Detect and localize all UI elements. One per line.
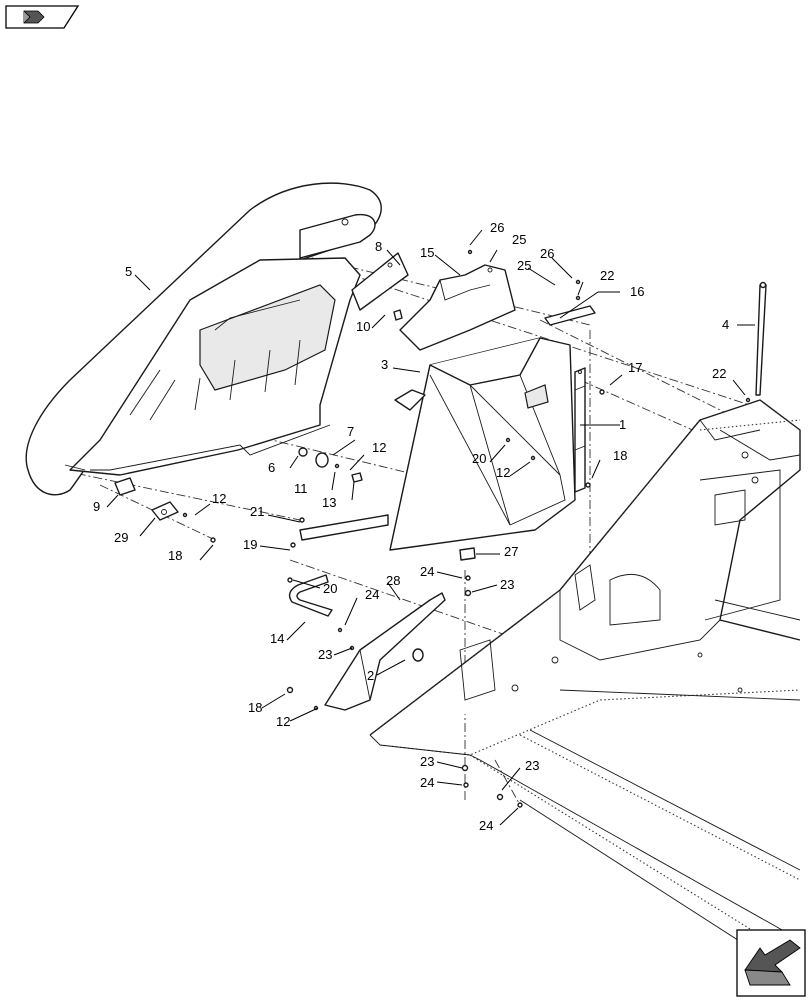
hardware-part-10[interactable] [393,309,403,321]
hardware-part-6[interactable] [298,447,308,457]
callout-12d: 12 [276,714,290,729]
callout-20a: 20 [472,451,486,466]
callout-29: 29 [114,530,128,545]
callout-24a: 24 [420,564,434,579]
callout-12a: 12 [372,440,386,455]
callout-15: 15 [420,245,434,260]
hardware-part-7[interactable] [315,452,329,468]
callout-27: 27 [504,544,518,559]
part-3-box[interactable] [299,337,576,551]
part-1-bar[interactable] [574,367,586,493]
callout-14: 14 [270,631,284,646]
callout-19: 19 [243,537,257,552]
callout-25a: 25 [512,232,526,247]
callout-21: 21 [250,504,264,519]
callout-20b: 20 [323,581,337,596]
callout-18b: 18 [168,548,182,563]
callout-26a: 26 [490,220,504,235]
callout-28: 28 [386,573,400,588]
part-14-u-bolt[interactable] [288,574,333,617]
callout-18a: 18 [613,448,627,463]
callout-labels: 5 8 10 15 26 25 25 26 22 16 4 3 17 22 1 … [93,220,729,833]
hardware-part-13[interactable] [351,472,363,483]
callout-23d: 23 [525,758,539,773]
header-frame [369,399,801,981]
callout-24c: 24 [420,775,434,790]
part-8-plate[interactable] [351,252,409,311]
callout-8: 8 [375,239,382,254]
part-15-bracket[interactable] [399,264,516,351]
callout-13: 13 [322,495,336,510]
callout-17: 17 [628,360,642,375]
next-page-button[interactable] [736,929,806,997]
callout-16: 16 [630,284,644,299]
hardware-part-29[interactable] [151,501,179,521]
callout-6: 6 [268,460,275,475]
next-page-arrow-icon [744,939,801,986]
callout-24d: 24 [479,818,493,833]
callout-9: 9 [93,499,100,514]
callout-18c: 18 [248,700,262,715]
small-fasteners [182,249,751,808]
hardware-part-2[interactable] [412,648,424,662]
callout-2: 2 [367,668,374,683]
callout-5: 5 [125,264,132,279]
callout-23b: 23 [318,647,332,662]
callout-10: 10 [356,319,370,334]
callout-12b: 12 [496,465,510,480]
callout-23c: 23 [420,754,434,769]
callout-26b: 26 [540,246,554,261]
callout-22b: 22 [712,366,726,381]
folded-page-arrow-icon [23,10,45,24]
part-4-rod[interactable] [755,281,767,396]
callout-3: 3 [381,357,388,372]
part-28-divider[interactable] [324,592,446,711]
callout-12c: 12 [212,491,226,506]
callout-24b: 24 [365,587,379,602]
callout-23a: 23 [500,577,514,592]
callout-7: 7 [347,424,354,439]
callout-22a: 22 [600,268,614,283]
hardware-part-9[interactable] [114,477,136,496]
part-5-side-shield[interactable] [25,182,382,496]
top-nav-tab[interactable] [5,5,80,29]
callout-25b: 25 [517,258,531,273]
part-16-bracket[interactable] [544,305,596,326]
callout-4: 4 [722,317,729,332]
leader-lines [106,229,755,826]
callout-1: 1 [619,417,626,432]
callout-11: 11 [294,481,308,496]
hardware-part-27[interactable] [459,547,476,561]
